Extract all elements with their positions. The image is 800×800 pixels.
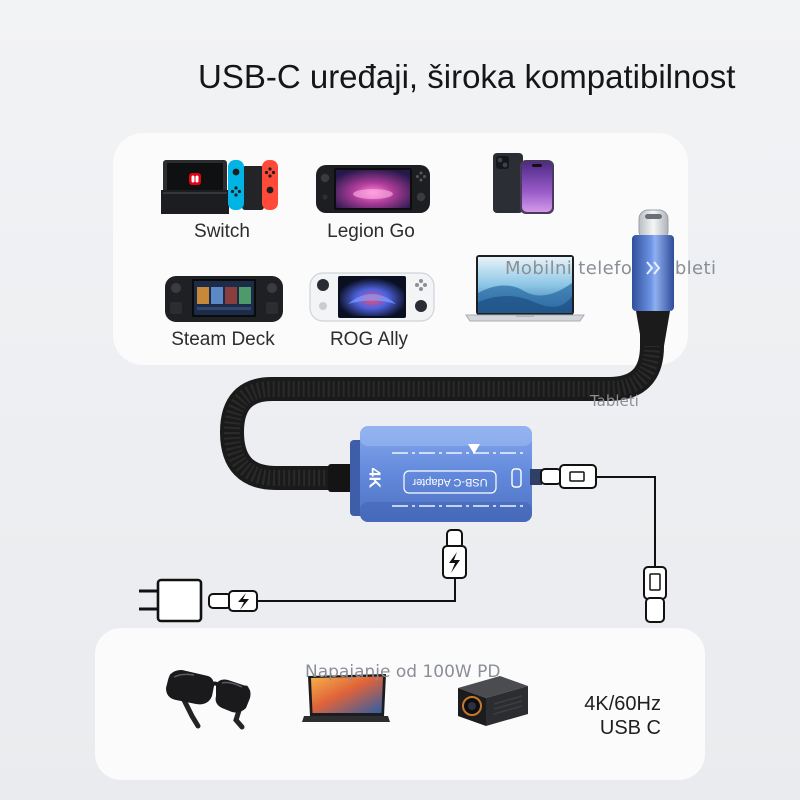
output-spec-resolution: 4K/60Hz (584, 693, 661, 715)
output-spec-port: USB C (599, 717, 661, 739)
adapter-4k-text: 4K (366, 468, 383, 489)
lightning-icon (238, 593, 249, 610)
device-label-rog-ally: ROG Ally (329, 329, 409, 350)
page-title: USB-C uređaji, široka kompatibilnost (198, 58, 736, 95)
usb-c-adapter-icon: USB-C Adapter 4K (328, 426, 542, 522)
portable-monitor-icon (302, 674, 390, 722)
charger-cable-plug-icon (208, 590, 258, 612)
laptop-icon (465, 255, 585, 322)
legion-go-icon (316, 165, 430, 213)
lightning-icon (449, 552, 460, 573)
device-label-switch: Switch (194, 221, 250, 242)
output-usb-c-plug-icon (540, 464, 667, 623)
device-label-steam-deck: Steam Deck (171, 329, 275, 350)
caption-phones-tablets: Mobilni telefoni/tableti (505, 258, 717, 279)
projector-icon (458, 676, 528, 726)
caption-power-delivery: Napajanje od 100W PD (305, 662, 501, 682)
device-label-legion-go: Legion Go (327, 221, 415, 242)
nintendo-switch-icon (161, 160, 278, 214)
wall-charger-icon (139, 578, 203, 623)
caption-tablets: Tableti (590, 392, 639, 410)
phones-icon (493, 153, 554, 214)
rog-ally-icon (309, 272, 435, 322)
ar-glasses-icon (166, 670, 251, 730)
adapter-label-text: USB-C Adapter (412, 476, 488, 488)
power-usb-c-plug-icon (257, 529, 467, 602)
steam-deck-icon (165, 276, 283, 322)
